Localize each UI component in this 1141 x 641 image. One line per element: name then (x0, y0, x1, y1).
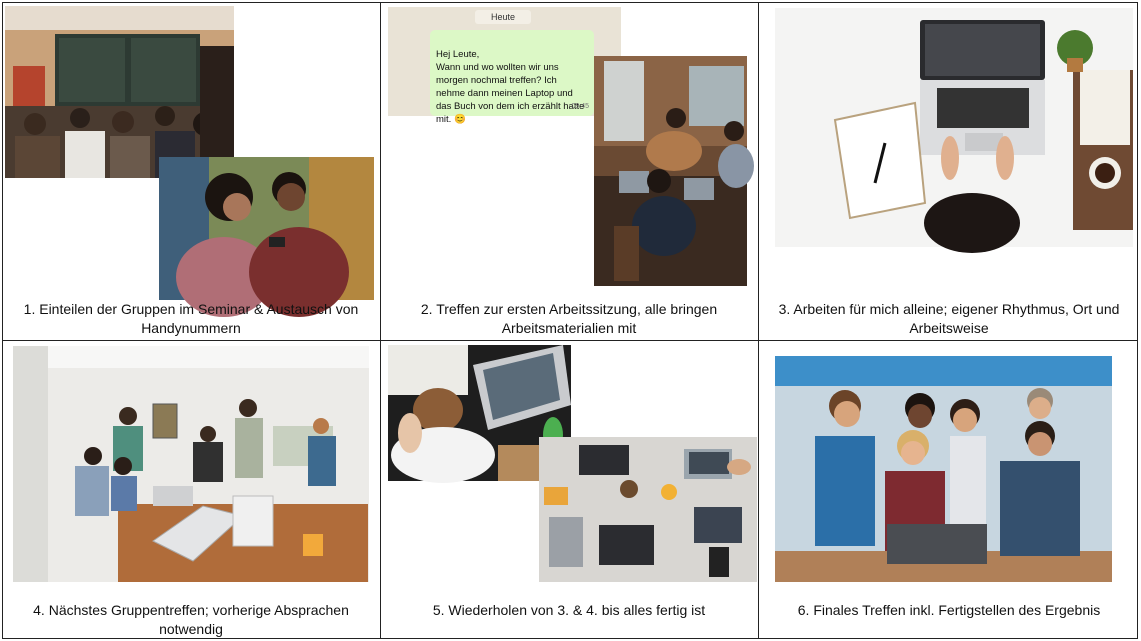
chat-message-bubble: Hej Leute, Wann und wo wollten wir uns m… (430, 30, 594, 125)
grid-divider-2 (758, 2, 759, 639)
chat-message-time: 09:45 (571, 103, 589, 110)
photo-students-phones (159, 157, 374, 317)
photo-team-celebration (775, 356, 1112, 582)
caption-step-1: 1. Einteilen der Gruppen im Seminar & Au… (23, 301, 359, 336)
photo-lecture-hall (5, 6, 234, 178)
caption-step-2: 2. Treffen zur ersten Arbeitssitzung, al… (420, 301, 718, 336)
photo-working-alone (775, 8, 1133, 253)
photo-coworking-meeting (594, 56, 754, 286)
grid-divider-horizontal (2, 340, 1138, 341)
photo-laptops-table (539, 437, 757, 582)
caption-step-5: 5. Wiederholen von 3. & 4. bis alles fer… (432, 602, 706, 618)
photo-stressed-student (388, 345, 571, 483)
caption-step-3: 3. Arbeiten für mich alleine; eigener Rh… (778, 301, 1120, 336)
caption-step-6: 6. Finales Treffen inkl. Fertigstellen d… (797, 602, 1101, 618)
grid-divider-1 (380, 2, 381, 639)
chat-message-text: Hej Leute, Wann und wo wollten wir uns m… (436, 49, 585, 125)
caption-step-4: 4. Nächstes Gruppentreffen; vorherige Ab… (33, 602, 349, 637)
chat-screenshot: Heute Hej Leute, Wann und wo wollten wir… (388, 7, 621, 125)
photo-group-meeting (13, 346, 369, 582)
chat-day-label: Heute (475, 10, 531, 24)
